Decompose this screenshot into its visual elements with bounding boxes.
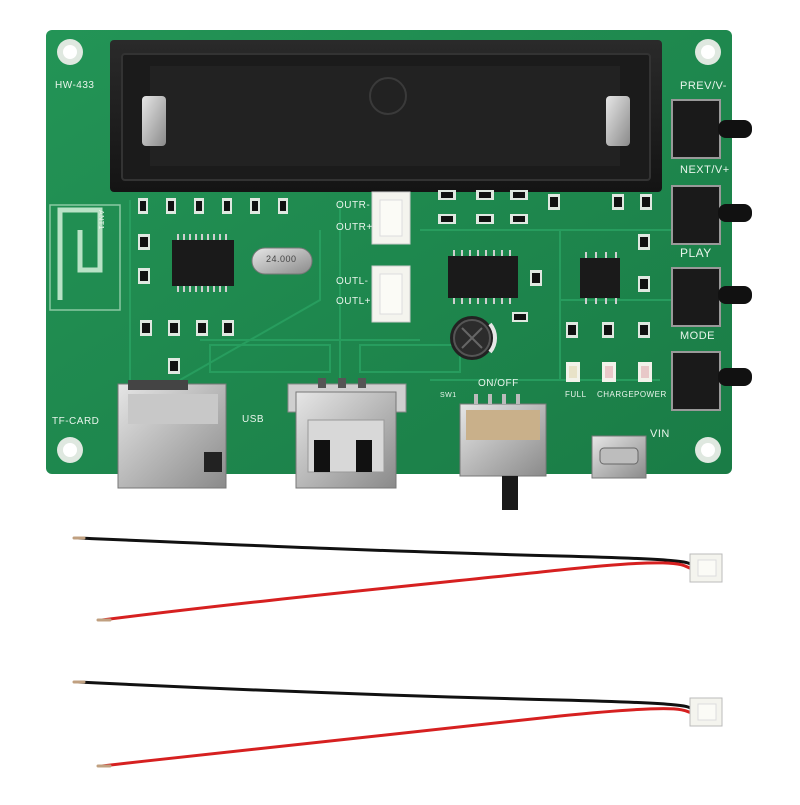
status-leds	[566, 362, 652, 382]
smd-components	[138, 190, 652, 374]
tf-card-label: TF-CARD	[52, 416, 100, 427]
full-label: FULL	[565, 390, 587, 399]
power-switch	[459, 394, 547, 510]
play-label: PLAY	[680, 246, 712, 260]
crystal-label: 24.000	[266, 254, 297, 264]
switch-label: SW1	[440, 392, 457, 399]
amplifier-chip	[448, 250, 518, 304]
battery-holder	[110, 40, 662, 192]
battery-contact-right	[606, 96, 630, 146]
tactile-buttons	[671, 99, 752, 411]
cable-connector-2	[689, 697, 723, 727]
vin-label: VIN	[650, 428, 670, 440]
usb-port	[287, 378, 407, 489]
power-label: POWER	[634, 390, 667, 399]
micro-usb-port	[591, 435, 647, 479]
cable-connector-1	[689, 553, 723, 583]
charger-chip	[580, 252, 620, 304]
outl-minus-label: OUTL-	[336, 276, 369, 287]
tf-card-slot	[117, 380, 227, 489]
outl-plus-label: OUTL+	[336, 296, 372, 307]
battery-contact-left	[142, 96, 166, 146]
speaker-connector-left	[371, 265, 411, 323]
mode-label: MODE	[680, 330, 715, 342]
next-label: NEXT/V+	[680, 164, 730, 176]
charge-label: CHARGE	[597, 390, 635, 399]
speaker-connector-right	[371, 191, 411, 245]
outr-plus-label: OUTR+	[336, 222, 373, 233]
antenna-trace	[57, 207, 103, 300]
antenna-label: ANT1	[97, 210, 104, 230]
mounting-holes	[57, 39, 721, 463]
electrolytic-capacitor	[450, 316, 498, 360]
crystal-oscillator	[251, 247, 313, 275]
outr-minus-label: OUTR-	[336, 200, 371, 211]
prev-label: PREV/V-	[680, 80, 727, 92]
audio-cable-1	[72, 536, 698, 622]
bluetooth-chip	[172, 234, 234, 292]
model-label: HW-433	[55, 80, 95, 91]
audio-cable-2	[72, 680, 698, 768]
usb-label: USB	[242, 414, 265, 425]
on-off-label: ON/OFF	[478, 378, 519, 389]
pcb-traces	[129, 200, 680, 381]
